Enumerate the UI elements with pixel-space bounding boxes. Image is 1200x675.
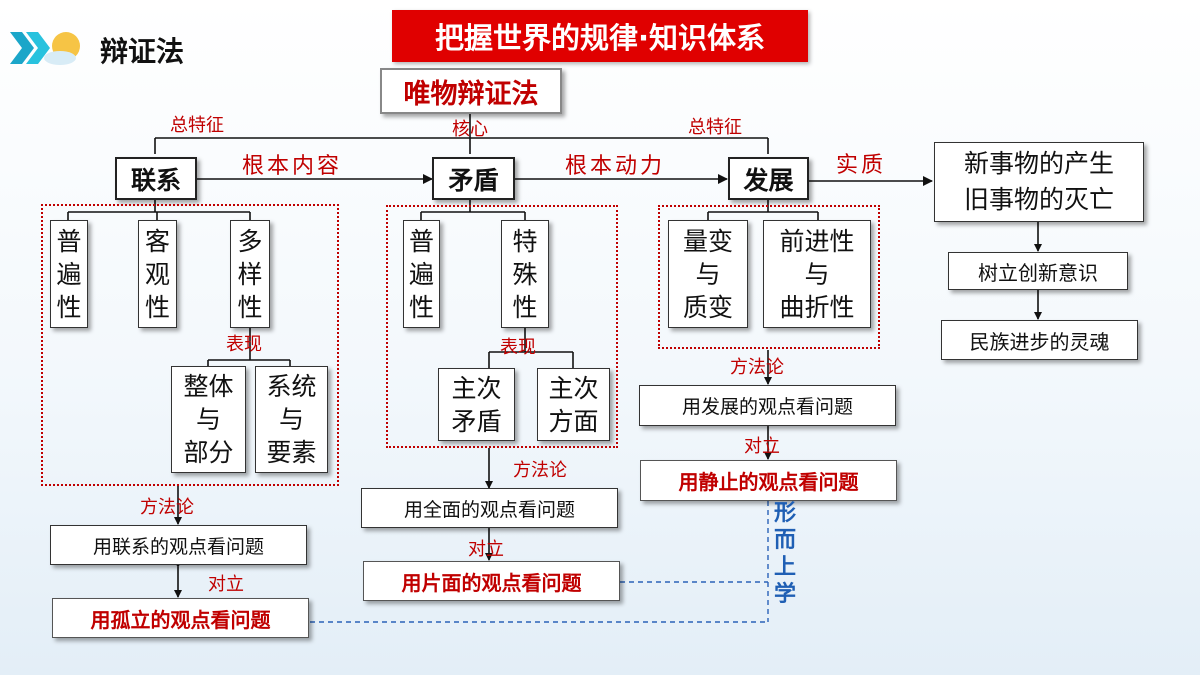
result-soul: 民族进步的灵魂 — [941, 320, 1138, 360]
chevron-sun-icon — [10, 32, 80, 65]
lianxi-trait-diverse: 多 样 性 — [230, 220, 270, 328]
lianxi-method-label: 方法论 — [140, 497, 194, 518]
fazhan-trait-quantity-quality: 量变 与 质变 — [668, 220, 748, 328]
label-general-left: 总特征 — [170, 115, 224, 136]
node-lianxi: 联系 — [115, 157, 197, 200]
maodun-opp-label: 对立 — [468, 539, 504, 560]
maodun-sub-main-aspect: 主次 方面 — [537, 368, 610, 441]
group-maodun — [386, 205, 618, 448]
page-title: 把握世界的规律·知识体系 — [392, 10, 808, 62]
group-lianxi — [41, 204, 339, 486]
maodun-trait-universal: 普 遍 性 — [403, 220, 440, 328]
edge-label-power: 根本动力 — [565, 154, 666, 179]
core-node: 唯物辩证法 — [380, 68, 562, 114]
fazhan-opp-label: 对立 — [744, 436, 780, 457]
node-result: 新事物的产生 旧事物的灭亡 — [934, 142, 1144, 222]
result-innovation: 树立创新意识 — [948, 252, 1128, 290]
lianxi-trait-universal: 普 遍 性 — [50, 220, 88, 328]
fazhan-method: 用发展的观点看问题 — [639, 385, 896, 426]
edge-label-essence: 实质 — [836, 153, 887, 178]
lianxi-show-label: 表现 — [226, 334, 262, 355]
maodun-sub-main-contradiction: 主次 矛盾 — [438, 368, 515, 441]
section-logo — [10, 28, 82, 68]
fazhan-trait-progress-twist: 前进性 与 曲折性 — [763, 220, 871, 328]
edge-label-content: 根本内容 — [242, 154, 343, 179]
maodun-wrong-view: 用片面的观点看问题 — [363, 561, 620, 601]
maodun-trait-particular: 特 殊 性 — [501, 220, 549, 328]
group-fazhan — [658, 205, 880, 349]
lianxi-sub-whole-part: 整体 与 部分 — [171, 366, 246, 473]
section-title: 辩证法 — [100, 35, 185, 68]
lianxi-wrong-view: 用孤立的观点看问题 — [52, 598, 309, 638]
label-core: 核心 — [452, 119, 488, 140]
maodun-method-label: 方法论 — [513, 460, 567, 481]
fazhan-wrong-view: 用静止的观点看问题 — [640, 460, 897, 501]
maodun-show-label: 表现 — [500, 337, 536, 358]
lianxi-method: 用联系的观点看问题 — [50, 525, 307, 565]
node-fazhan: 发展 — [728, 157, 809, 200]
label-general-right: 总特征 — [688, 117, 742, 138]
lianxi-trait-objective: 客 观 性 — [138, 220, 177, 328]
lianxi-sub-system-element: 系统 与 要素 — [255, 366, 328, 473]
lianxi-opp-label: 对立 — [208, 574, 244, 595]
maodun-method: 用全面的观点看问题 — [361, 488, 618, 528]
metaphysics-label: 形 而 上 学 — [773, 501, 796, 607]
node-maodun: 矛盾 — [432, 157, 515, 200]
fazhan-method-label: 方法论 — [730, 357, 784, 378]
